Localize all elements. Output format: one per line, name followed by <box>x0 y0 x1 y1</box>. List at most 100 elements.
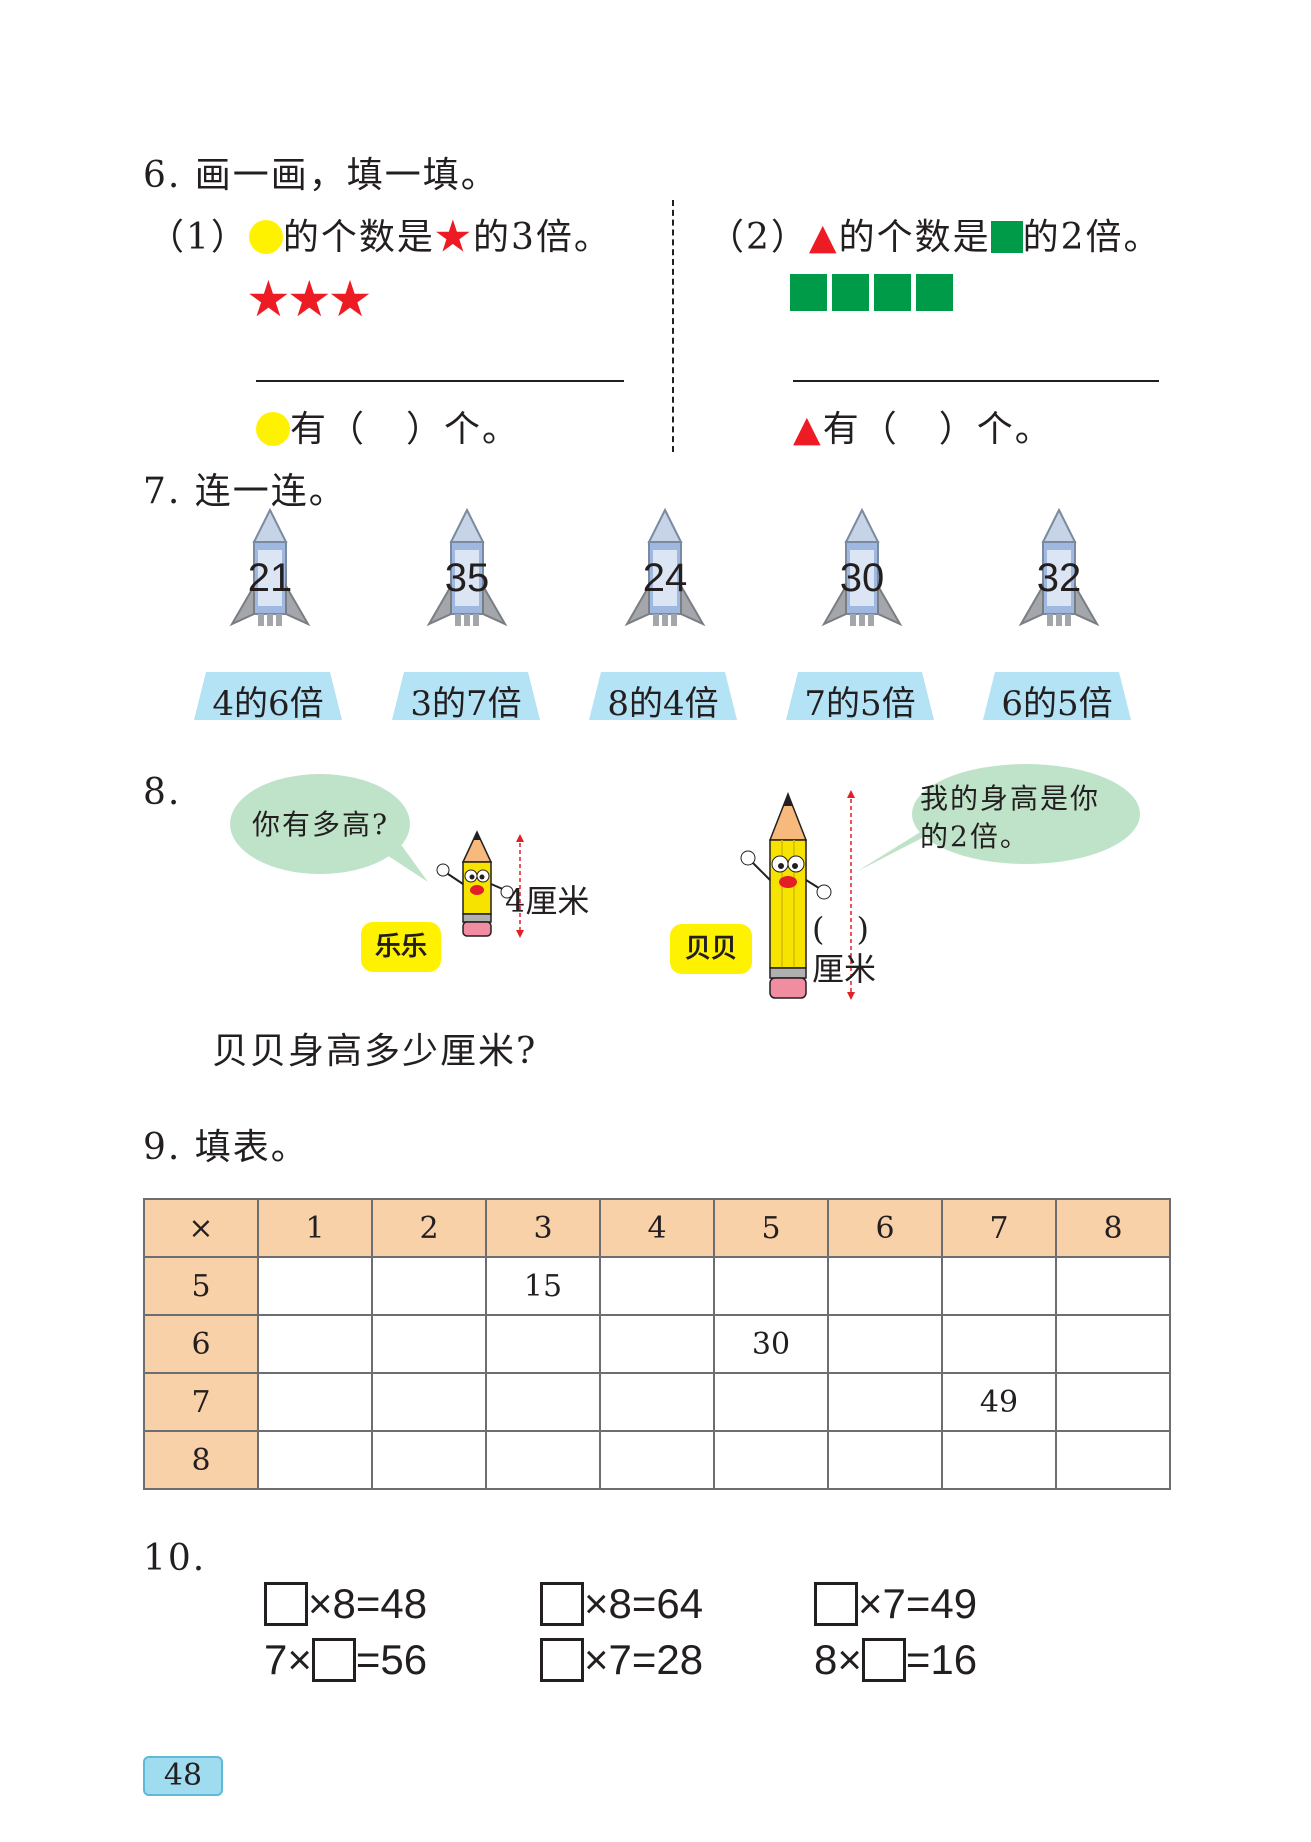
table-cell: 30 <box>713 1314 829 1374</box>
label-bg <box>392 672 540 720</box>
equation-3: ×7=49 <box>814 1580 977 1628</box>
rocket-number: 30 <box>839 556 885 600</box>
yellow-circle-icon <box>248 220 283 254</box>
table-cell[interactable] <box>827 1372 943 1432</box>
page-number: 48 <box>143 1756 223 1796</box>
table-cell[interactable] <box>941 1256 1057 1316</box>
table-row: 8 <box>143 1430 1171 1490</box>
header-cell: 7 <box>941 1198 1057 1258</box>
divider <box>672 200 674 452</box>
table-cell[interactable] <box>1055 1372 1171 1432</box>
table-row: 5 15 <box>143 1256 1171 1316</box>
equation-text-a: 8× <box>814 1636 862 1683</box>
table-cell[interactable] <box>1055 1430 1171 1490</box>
table-cell: 15 <box>485 1256 601 1316</box>
table-cell[interactable] <box>257 1256 373 1316</box>
label-text: 3的7倍 <box>410 684 522 724</box>
table-cell[interactable] <box>599 1372 715 1432</box>
rocket-icon <box>821 507 903 627</box>
bubble-left-text: 你有多高? <box>252 808 390 841</box>
table-cell[interactable] <box>257 1430 373 1490</box>
rocket-number: 32 <box>1036 556 1082 600</box>
table-cell[interactable] <box>371 1256 487 1316</box>
three-stars-icon: ★★★ <box>246 270 373 328</box>
label-box-3[interactable]: 8的4倍 <box>589 672 737 724</box>
answer-box[interactable] <box>814 1582 858 1626</box>
q6-part1-answer-a: 有（ <box>290 409 367 450</box>
label-box-5[interactable]: 6的5倍 <box>983 672 1131 724</box>
row-header-cell: 8 <box>143 1430 259 1490</box>
rocket-number: 35 <box>444 556 490 600</box>
q6-part1-answer-b: ）个。 <box>406 409 521 450</box>
rocket-5[interactable]: 32 <box>1017 507 1101 632</box>
table-cell[interactable] <box>599 1430 715 1490</box>
label-text: 6的5倍 <box>1001 684 1113 724</box>
table-cell[interactable] <box>599 1314 715 1374</box>
row-header-cell: 7 <box>143 1372 259 1432</box>
table-cell[interactable] <box>257 1314 373 1374</box>
label-box-1[interactable]: 4的6倍 <box>194 672 342 724</box>
q6-part2-draw-line[interactable] <box>793 380 1159 382</box>
q6-part1-text-a: 的个数是 <box>282 217 435 258</box>
name-tag-beibei: 贝贝 <box>670 924 752 974</box>
equation-text: ×7=49 <box>858 1580 978 1627</box>
table-cell[interactable] <box>713 1430 829 1490</box>
bubble-right-line-1: 我的身高是你 <box>920 782 1101 815</box>
height-right-paren[interactable]: ( ) <box>812 910 869 948</box>
answer-box[interactable] <box>264 1582 308 1626</box>
four-squares-icon <box>790 274 953 311</box>
answer-box[interactable] <box>540 1638 584 1682</box>
row-header-cell: 5 <box>143 1256 259 1316</box>
equation-text-a: 7× <box>264 1636 312 1683</box>
table-cell[interactable] <box>827 1314 943 1374</box>
label-text: 8的4倍 <box>607 684 719 724</box>
q6-part1-draw-line[interactable] <box>256 380 624 382</box>
table-cell[interactable] <box>485 1314 601 1374</box>
rocket-1[interactable]: 21 <box>228 507 312 632</box>
rocket-4[interactable]: 30 <box>820 507 904 632</box>
equation-4: 7×=56 <box>264 1636 427 1684</box>
answer-box[interactable] <box>540 1582 584 1626</box>
q6-part2-prefix: （2） <box>708 217 809 258</box>
yellow-circle-icon <box>256 412 290 446</box>
q6-heading: 6. 画一画，填一填。 <box>143 155 499 196</box>
label-box-4[interactable]: 7的5倍 <box>786 672 934 724</box>
table-cell[interactable] <box>941 1430 1057 1490</box>
label-box-2[interactable]: 3的7倍 <box>392 672 540 724</box>
equation-text-b: =16 <box>905 1636 978 1683</box>
rocket-icon <box>426 507 508 627</box>
equation-text: ×8=64 <box>584 1580 704 1627</box>
header-cell: 5 <box>713 1198 829 1258</box>
table-cell[interactable] <box>713 1372 829 1432</box>
green-square-icon <box>990 221 1023 253</box>
answer-box[interactable] <box>311 1638 356 1682</box>
pencil-lele-icon <box>436 830 514 937</box>
table-cell[interactable] <box>827 1430 943 1490</box>
label-bg <box>983 672 1131 720</box>
table-cell[interactable] <box>1055 1314 1171 1374</box>
header-cell: 8 <box>1055 1198 1171 1258</box>
rocket-3[interactable]: 24 <box>623 507 707 632</box>
rocket-2[interactable]: 35 <box>425 507 509 632</box>
table-cell[interactable] <box>713 1256 829 1316</box>
q9-heading: 9. 填表。 <box>143 1127 309 1168</box>
table-cell[interactable] <box>371 1430 487 1490</box>
table-cell[interactable] <box>485 1430 601 1490</box>
answer-box[interactable] <box>861 1638 906 1682</box>
table-cell[interactable] <box>827 1256 943 1316</box>
pencil-beibei-icon <box>740 791 832 999</box>
table-cell[interactable] <box>941 1314 1057 1374</box>
table-cell[interactable] <box>485 1372 601 1432</box>
q6-part2-text-b: 的2倍。 <box>1022 217 1162 258</box>
table-cell[interactable] <box>599 1256 715 1316</box>
table-cell[interactable] <box>1055 1256 1171 1316</box>
table-cell[interactable] <box>371 1372 487 1432</box>
table-cell[interactable] <box>371 1314 487 1374</box>
equation-text: ×8=48 <box>308 1580 428 1627</box>
equation-text: ×7=28 <box>584 1636 704 1683</box>
height-right-unit: 厘米 <box>812 950 877 988</box>
speech-bubble-right <box>856 764 1140 872</box>
table-cell[interactable] <box>257 1372 373 1432</box>
header-cell: 4 <box>599 1198 715 1258</box>
rocket-number: 21 <box>247 556 293 600</box>
